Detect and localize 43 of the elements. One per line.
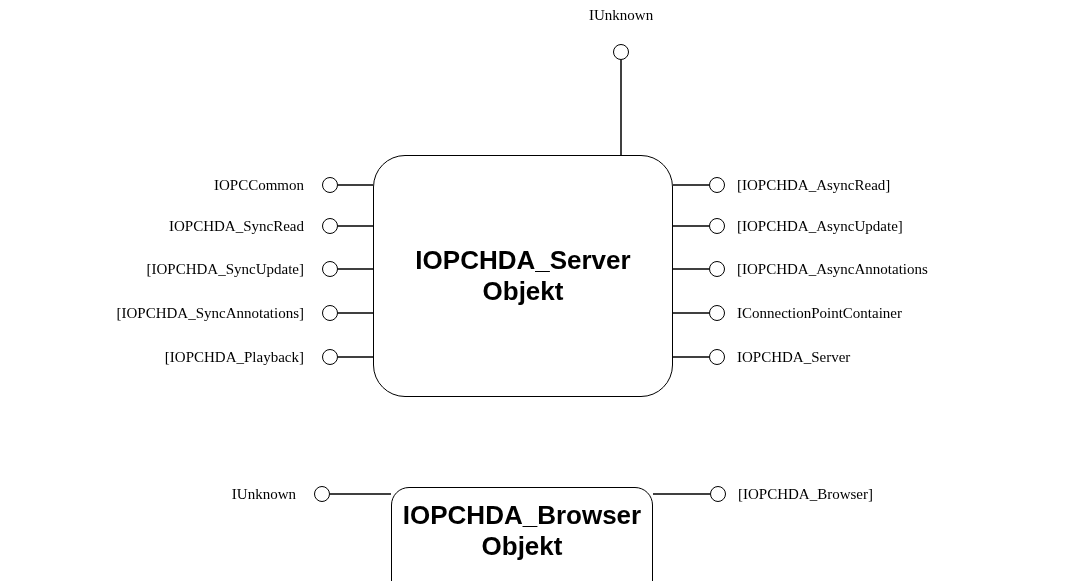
interface-circle: [322, 349, 338, 365]
interface-label: [IOPCHDA_Browser]: [738, 485, 873, 503]
interface-circle: [322, 177, 338, 193]
object-box: [391, 487, 653, 581]
object-name: IOPCHDA_Browser Objekt: [401, 500, 643, 562]
interface-label: [IOPCHDA_AsyncAnnotations: [737, 260, 928, 278]
connector-line: [329, 493, 392, 495]
connector-line: [672, 268, 710, 270]
interface-circle: [710, 486, 726, 502]
connector-line: [337, 184, 374, 186]
interface-label: [IOPCHDA_SyncUpdate]: [146, 260, 304, 278]
connector-line: [672, 312, 710, 314]
interface-circle: [322, 261, 338, 277]
connector-line: [672, 184, 710, 186]
interface-circle: [709, 261, 725, 277]
connector-line: [620, 59, 622, 156]
interface-circle: [709, 177, 725, 193]
interface-circle: [322, 218, 338, 234]
connector-line: [337, 356, 374, 358]
interface-circle: [709, 218, 725, 234]
connector-line: [652, 493, 711, 495]
interface-label: [IOPCHDA_SyncAnnotations]: [116, 304, 304, 322]
object-box: [373, 155, 673, 397]
interface-label: IUnknown: [589, 6, 654, 24]
interface-circle: [322, 305, 338, 321]
interface-circle: [709, 349, 725, 365]
connector-line: [337, 225, 374, 227]
connector-line: [337, 312, 374, 314]
object-name: IOPCHDA_Server Objekt: [414, 245, 632, 307]
interface-circle: [709, 305, 725, 321]
connector-line: [672, 356, 710, 358]
interface-label: IUnknown: [231, 485, 296, 503]
interface-circle: [314, 486, 330, 502]
interface-label: [IOPCHDA_AsyncRead]: [737, 176, 891, 194]
interface-circle: [613, 44, 629, 60]
interface-label: [IOPCHDA_Playback]: [164, 348, 304, 366]
connector-line: [337, 268, 374, 270]
connector-line: [672, 225, 710, 227]
interface-label: [IOPCHDA_AsyncUpdate]: [737, 217, 903, 235]
interface-label: IOPCCommon: [214, 176, 304, 194]
interface-label: IOPCHDA_Server: [737, 348, 851, 366]
interface-label: IConnectionPointContainer: [737, 304, 902, 322]
interface-label: IOPCHDA_SyncRead: [169, 217, 304, 235]
